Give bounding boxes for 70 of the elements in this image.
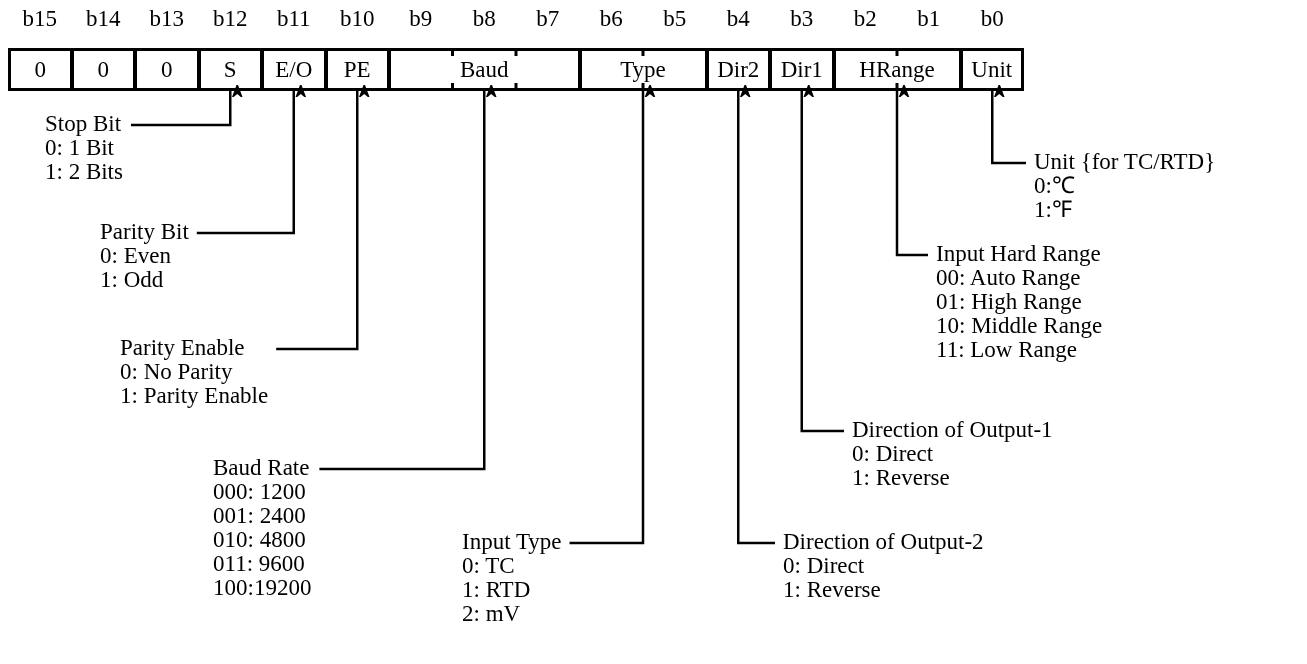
bit-field: HRange xyxy=(833,48,961,91)
leader-line xyxy=(196,83,307,235)
value-option: 0: Even xyxy=(100,244,171,268)
value-option: 1: Reverse xyxy=(783,578,881,602)
bit-field: PE xyxy=(325,48,389,91)
bit-field: 0 xyxy=(71,48,135,91)
field-heading: Direction of Output-1 xyxy=(852,418,1053,442)
bit-number: b12 xyxy=(212,6,249,32)
bit-field: 0 xyxy=(8,48,72,91)
field-heading: Stop Bit xyxy=(45,112,122,136)
bit-number: b8 xyxy=(471,6,497,32)
leader-line xyxy=(569,83,656,545)
value-option: 1: 2 Bits xyxy=(45,160,123,184)
value-option: 10: Middle Range xyxy=(936,314,1103,338)
value-option: 0:℃ xyxy=(1034,174,1075,198)
bit-field: Dir1 xyxy=(770,48,834,91)
value-option: 1: Odd xyxy=(100,268,164,292)
bit-number: b15 xyxy=(21,6,58,32)
bit-number: b2 xyxy=(852,6,878,32)
value-option: 000: 1200 xyxy=(213,480,306,504)
bit-number: b9 xyxy=(408,6,434,32)
value-option: 1: RTD xyxy=(462,578,531,602)
bit-field: Type xyxy=(579,48,707,91)
leader-line xyxy=(737,83,775,545)
leader-line xyxy=(276,83,371,351)
leader-line xyxy=(130,83,244,127)
field-heading: Parity Bit xyxy=(100,220,189,244)
field-heading: Parity Enable xyxy=(120,336,245,360)
value-option: 0: 1 Bit xyxy=(45,136,114,160)
leader-line xyxy=(991,83,1026,165)
bit-number: b0 xyxy=(979,6,1005,32)
bit-field: Baud xyxy=(389,48,580,91)
leader-line xyxy=(895,83,928,257)
leader-line xyxy=(319,83,498,471)
bit-number: b6 xyxy=(598,6,624,32)
bit-number: b1 xyxy=(916,6,942,32)
field-heading: Direction of Output-2 xyxy=(783,530,984,554)
leader-line xyxy=(800,83,844,433)
bit-number: b5 xyxy=(662,6,688,32)
bit-field: E/O xyxy=(262,48,326,91)
value-option: 0: No Parity xyxy=(120,360,233,384)
bit-number: b14 xyxy=(85,6,122,32)
value-option: 0: Direct xyxy=(852,442,934,466)
bit-field: 0 xyxy=(135,48,199,91)
value-option: 1: Parity Enable xyxy=(120,384,269,408)
value-option: 001: 2400 xyxy=(213,504,306,528)
value-option: 0: TC xyxy=(462,554,515,578)
value-option: 1: Reverse xyxy=(852,466,950,490)
value-option: 100:19200 xyxy=(213,576,312,600)
bit-number: b10 xyxy=(339,6,376,32)
value-option: 11: Low Range xyxy=(936,338,1077,362)
value-option: 0: Direct xyxy=(783,554,865,578)
bit-field: S xyxy=(198,48,262,91)
bit-number: b3 xyxy=(789,6,815,32)
field-heading: Baud Rate xyxy=(213,456,310,480)
bit-number: b11 xyxy=(275,6,312,32)
bit-number: b4 xyxy=(725,6,751,32)
bit-field: Unit xyxy=(960,48,1024,91)
value-option: 1:℉ xyxy=(1034,198,1072,222)
field-heading: Unit {for TC/RTD} xyxy=(1034,150,1216,174)
value-option: 00: Auto Range xyxy=(936,266,1081,290)
bit-field: Dir2 xyxy=(706,48,770,91)
value-option: 011: 9600 xyxy=(213,552,305,576)
field-heading: Input Type xyxy=(462,530,562,554)
value-option: 010: 4800 xyxy=(213,528,306,552)
bit-number: b7 xyxy=(535,6,561,32)
field-heading: Input Hard Range xyxy=(936,242,1101,266)
bit-number: b13 xyxy=(148,6,185,32)
value-option: 2: mV xyxy=(462,602,521,626)
value-option: 01: High Range xyxy=(936,290,1082,314)
